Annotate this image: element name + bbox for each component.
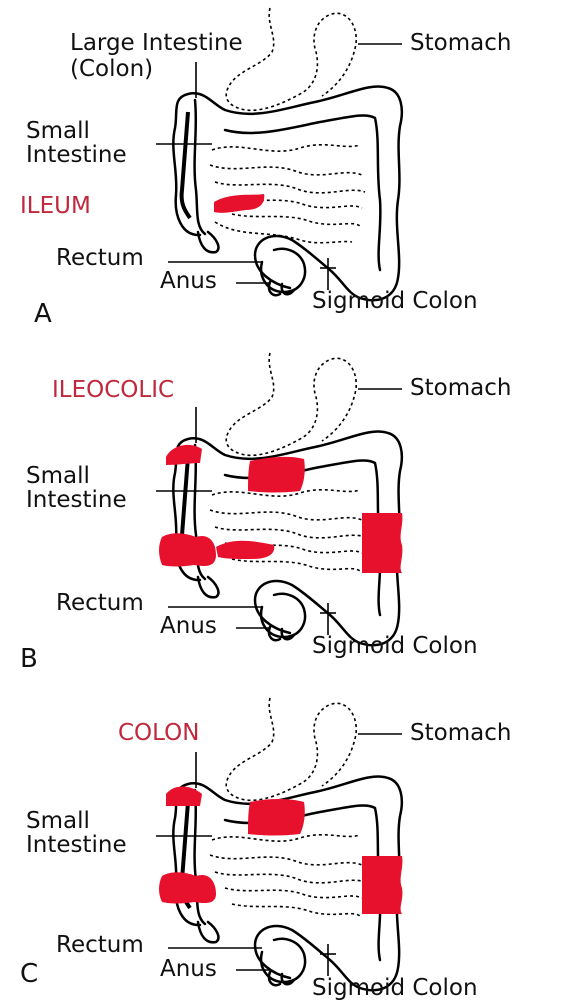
- label-anus: Anus: [160, 613, 217, 639]
- affected-descending-colon: [362, 513, 402, 573]
- label-large-intestine: Large Intestine: [70, 30, 243, 56]
- affected-ileum: [214, 194, 264, 213]
- label-intestine: Intestine: [26, 487, 127, 513]
- highlight-label: ILEOCOLIC: [52, 377, 174, 403]
- label-anus: Anus: [160, 268, 217, 294]
- highlight-label: ILEUM: [20, 193, 91, 219]
- small-intestine-segment: [182, 112, 190, 218]
- affected-ileum: [216, 541, 274, 559]
- label-sigmoid-colon: Sigmoid Colon: [312, 975, 478, 1001]
- affected-transverse-colon: [248, 799, 305, 836]
- panel-b: ILEOCOLIC Stomach Small Intestine Rectum…: [20, 353, 511, 674]
- label-stomach: Stomach: [410, 720, 511, 746]
- label-rectum: Rectum: [56, 245, 144, 271]
- label-colon: (Colon): [70, 56, 153, 82]
- small-intestine-loops: [210, 145, 365, 243]
- small-intestine-loops: [210, 490, 365, 571]
- highlight-label: COLON: [118, 720, 199, 746]
- affected-hepatic-flexure: [166, 787, 202, 807]
- label-small: Small: [26, 463, 90, 489]
- panel-letter: C: [20, 959, 38, 989]
- stomach-outline: [226, 698, 356, 800]
- affected-hepatic-flexure: [166, 445, 202, 465]
- label-rectum: Rectum: [56, 932, 144, 958]
- label-small: Small: [26, 808, 90, 834]
- affected-descending-colon: [362, 856, 402, 914]
- label-small: Small: [26, 118, 90, 144]
- affected-cecum: [159, 533, 216, 566]
- panel-c: COLON Stomach Small Intestine Rectum Anu…: [20, 698, 511, 1001]
- stomach-outline: [226, 8, 356, 110]
- label-rectum: Rectum: [56, 590, 144, 616]
- panel-letter: B: [20, 644, 38, 674]
- label-intestine: Intestine: [26, 832, 127, 858]
- label-sigmoid-colon: Sigmoid Colon: [312, 288, 478, 314]
- panel-letter: A: [34, 299, 52, 329]
- label-intestine: Intestine: [26, 142, 127, 168]
- affected-cecum: [159, 872, 216, 903]
- label-stomach: Stomach: [410, 375, 511, 401]
- small-intestine-loops: [210, 835, 365, 916]
- label-anus: Anus: [160, 956, 217, 982]
- label-sigmoid-colon: Sigmoid Colon: [312, 633, 478, 659]
- affected-transverse-colon: [248, 457, 305, 493]
- panel-a: Large Intestine (Colon) Stomach Small In…: [20, 8, 511, 329]
- stomach-outline: [226, 353, 356, 455]
- label-stomach: Stomach: [410, 30, 511, 56]
